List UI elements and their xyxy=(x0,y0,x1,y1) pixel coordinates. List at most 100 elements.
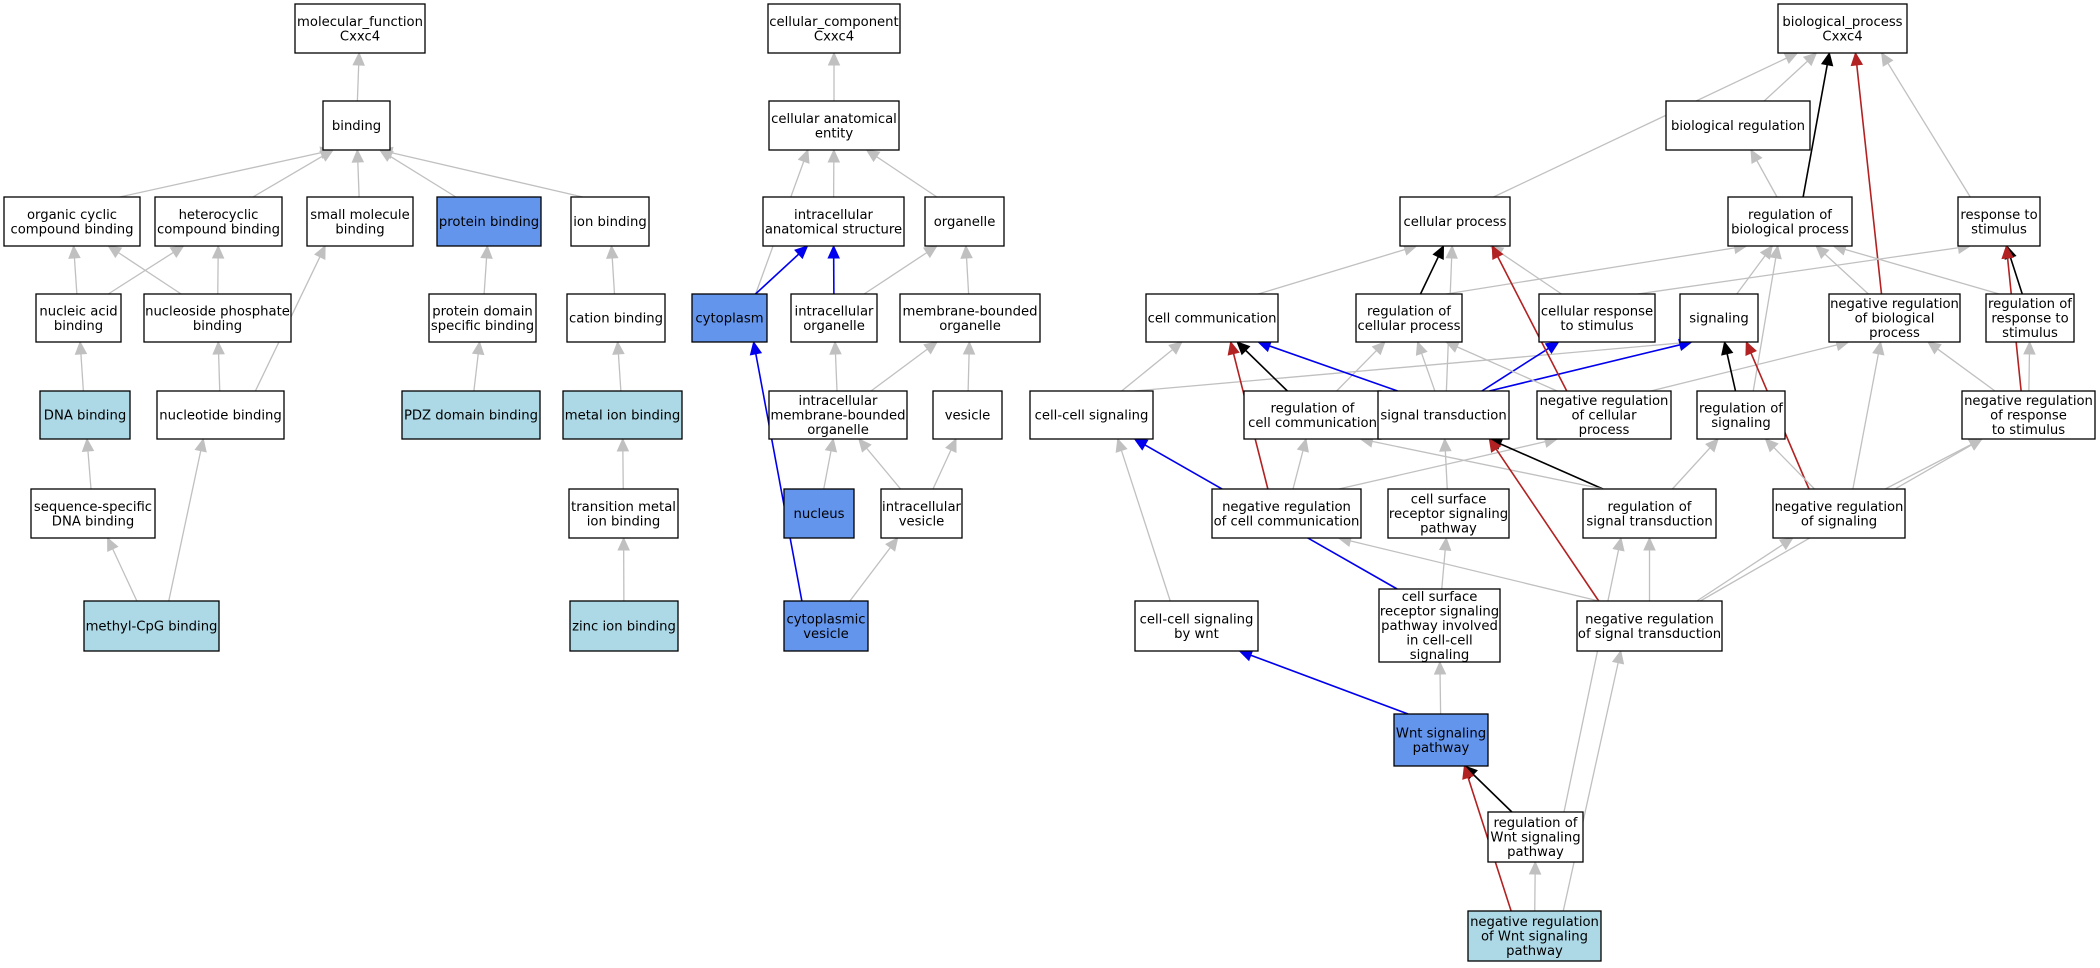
node-signaling[interactable]: signaling xyxy=(1679,293,1759,343)
edge-nucleotide-to-nucphos xyxy=(217,353,221,392)
node-methyl[interactable]: methyl-CpG binding xyxy=(83,600,220,652)
node-label: transition metal xyxy=(571,500,676,515)
node-box-cc xyxy=(767,3,901,54)
arrowhead-negregsig-to-regsig xyxy=(1764,438,1779,453)
arrowhead-regsig-to-signaling xyxy=(1721,340,1734,356)
node-box-negregbio xyxy=(1828,293,1961,343)
node-box-intorg xyxy=(790,293,878,343)
arrowhead-binding-to-mf xyxy=(352,51,365,66)
node-label: signaling xyxy=(1711,416,1770,431)
edge-negregsigtrans-to-negregcomm xyxy=(1350,540,1599,602)
node-label: Cxxc4 xyxy=(1822,29,1862,44)
arrowhead-negregresp-to-regresp xyxy=(2023,340,2036,355)
node-binding[interactable]: binding xyxy=(322,100,391,151)
node-box-nucphos xyxy=(143,293,292,343)
node-label: regulation of xyxy=(1699,401,1783,416)
node-label: pathway involved xyxy=(1381,619,1498,634)
node-vesicle[interactable]: vesicle xyxy=(932,390,1003,440)
edge-nucacid-to-hetcyc xyxy=(107,251,174,295)
arrowhead-nucacid-to-orgcyc xyxy=(68,244,81,259)
node-ionbind[interactable]: ion binding xyxy=(570,196,650,247)
node-box-transmetal xyxy=(568,488,679,539)
edge-nucleus-to-intmem xyxy=(823,450,832,490)
edge-wnt-to-ccwnt xyxy=(1250,654,1409,715)
node-organelle[interactable]: organelle xyxy=(924,196,1005,247)
node-nucleus[interactable]: nucleus xyxy=(783,488,855,539)
node-label: in cell-cell xyxy=(1406,634,1472,649)
node-metal[interactable]: metal ion binding xyxy=(562,390,683,440)
node-bioreg[interactable]: biological regulation xyxy=(1665,100,1811,151)
node-zinc[interactable]: zinc ion binding xyxy=(569,600,679,652)
edge-methyl-to-nucleotide xyxy=(168,450,202,602)
node-label: regulation of xyxy=(1608,500,1692,515)
edge-bioreg-to-bp xyxy=(1763,60,1808,102)
edge-respstim-to-bp xyxy=(1887,62,1971,198)
node-pdz[interactable]: PDZ domain binding xyxy=(401,390,541,440)
arrowhead-cation-to-ionbind xyxy=(606,244,619,259)
node-label: cellular anatomical xyxy=(771,112,897,127)
node-ccsig[interactable]: cell-cell signaling xyxy=(1029,390,1154,440)
node-protbind[interactable]: protein binding xyxy=(436,196,542,247)
edge-sigtrans-to-signaling xyxy=(1489,344,1681,392)
node-box-cellcomm xyxy=(1145,293,1279,343)
node-label: negative regulation xyxy=(1470,915,1599,930)
arrowhead-negregwnt-to-regwnt xyxy=(1528,860,1542,875)
node-sigtrans[interactable]: signal transduction xyxy=(1377,390,1510,440)
node-nucleotide[interactable]: nucleotide binding xyxy=(156,390,285,440)
node-label: stimulus xyxy=(1971,222,2027,237)
edge-signaling-to-regbio xyxy=(1736,255,1766,295)
node-label: small molecule xyxy=(310,208,409,223)
node-cellcomm[interactable]: cell communication xyxy=(1145,293,1279,343)
node-cytoplasm[interactable]: cytoplasm xyxy=(691,293,768,343)
edge-organelle-to-cae xyxy=(876,156,938,198)
edge-metal-to-cation xyxy=(617,353,622,392)
edge-regresp-to-regbio xyxy=(1844,248,2000,295)
node-label: of biological xyxy=(1855,312,1935,327)
node-cation[interactable]: cation binding xyxy=(566,293,666,343)
node-dnabind[interactable]: DNA binding xyxy=(39,390,131,440)
node-cellproc[interactable]: cellular process xyxy=(1399,196,1511,247)
edge-negregsig-to-negregbio xyxy=(1852,353,1880,490)
edge-intves-to-intmem xyxy=(866,447,902,490)
edge-csrspcc-to-csrsp xyxy=(1441,549,1446,590)
